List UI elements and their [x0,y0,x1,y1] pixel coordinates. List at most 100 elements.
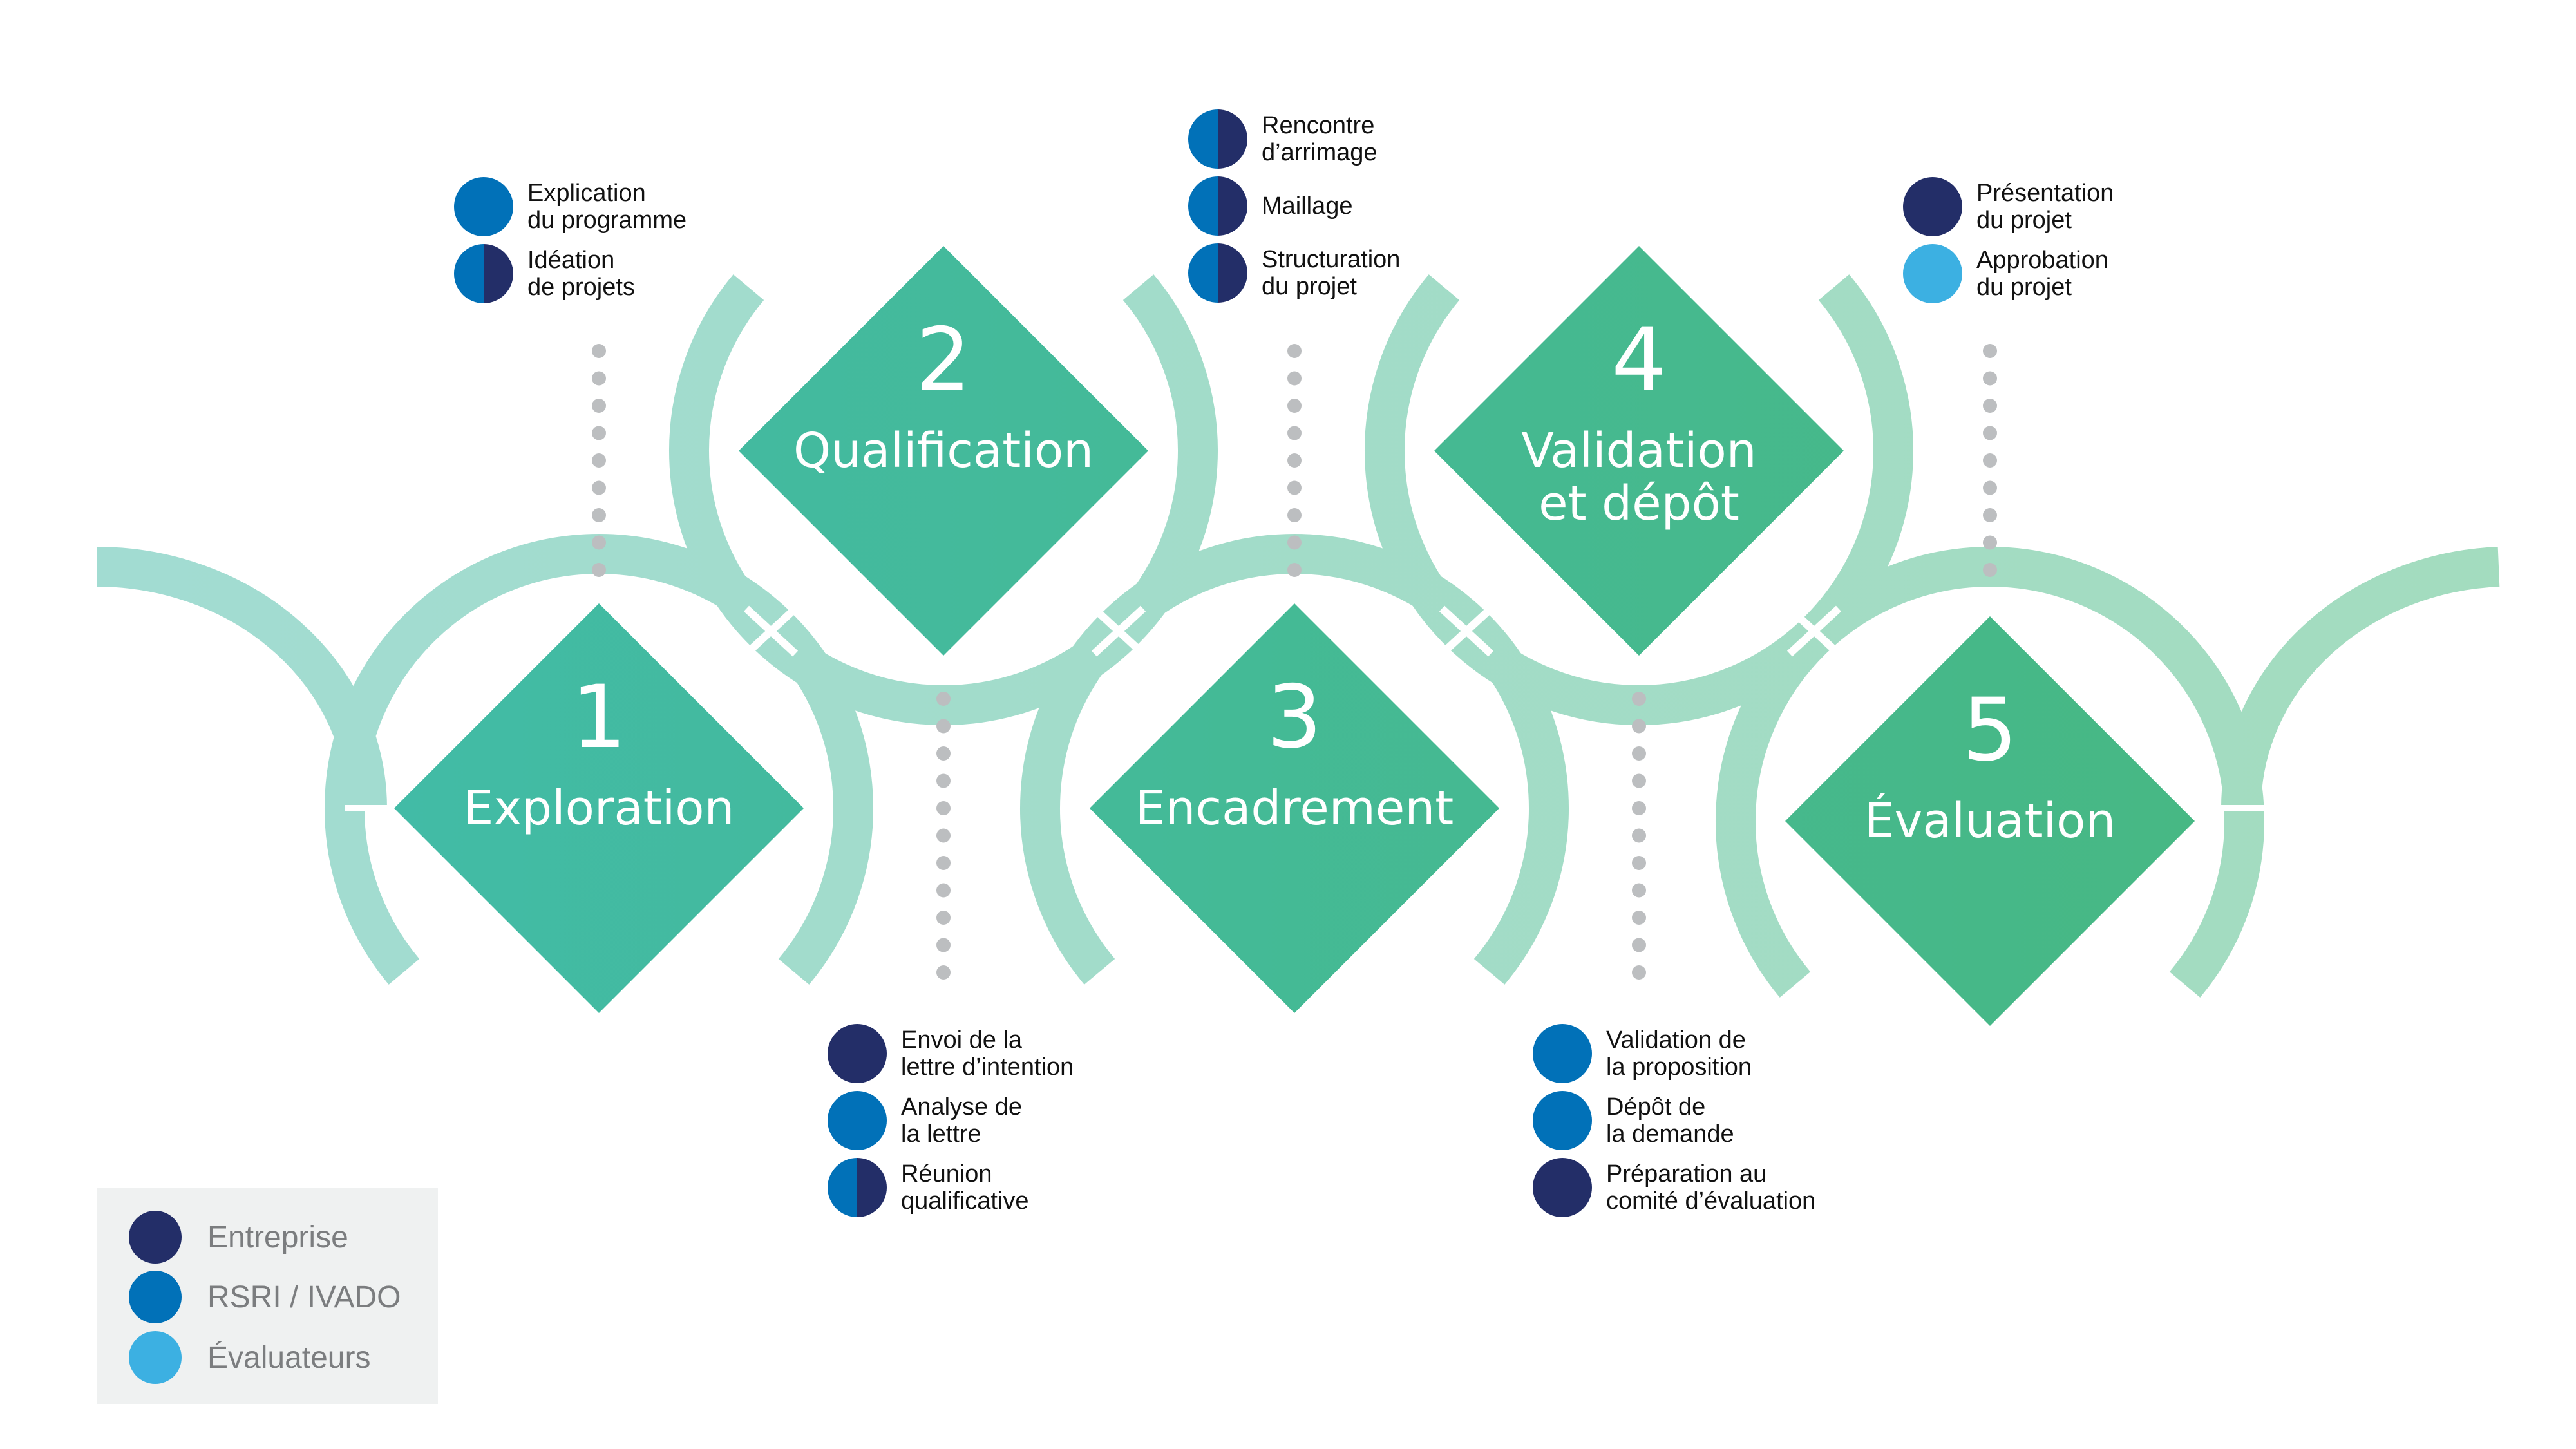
connector-dot [936,746,951,761]
connector-dot [1632,828,1646,843]
task-item: Approbation du projet [1903,244,2114,303]
connector-dot [1983,399,1997,413]
actor-indicator-icon [454,244,513,303]
task-item: Analyse de la lettre [828,1091,1074,1150]
connector-dot [1983,344,1997,358]
stage-number: 4 [1611,309,1667,410]
connector-dot [1287,563,1302,577]
actor-indicator-icon [828,1091,887,1150]
task-label: Maillage [1262,193,1353,220]
connector-dot [592,480,606,495]
stage-label: Validation [1521,423,1756,478]
connector-dot [1287,535,1302,550]
legend-item-evaluateurs: Évaluateurs [129,1331,370,1384]
actor-indicator-icon [828,1024,887,1083]
connector-dot [1287,453,1302,468]
connector-dot [1983,535,1997,550]
connector-dot [592,371,606,386]
stage-label: Évaluation [1864,792,2116,849]
connector-dot [1632,719,1646,734]
legend-label: Entreprise [207,1220,348,1255]
dotted-connector-4 [1632,692,1646,980]
task-item: Réunion qualificative [828,1158,1074,1217]
actor-indicator-icon [1188,176,1247,236]
task-label: Envoi de la lettre d’intention [901,1027,1074,1081]
actor-indicator-icon [454,177,513,236]
stage-label: Exploration [464,781,735,836]
legend-swatch-rsri-ivado [129,1271,182,1323]
connector-dot [936,801,951,815]
connector-dot [1632,801,1646,815]
task-label: Rencontre d’arrimage [1262,112,1378,166]
task-item: Idéation de projets [454,244,687,303]
connector-dot [936,938,951,952]
task-label: Préparation au comité d’évaluation [1606,1160,1816,1215]
connector-dot [1287,426,1302,440]
stage-diamonds: 1Exploration2Qualification3Encadrement4V… [394,246,2195,1026]
path-loop-1 [325,534,873,985]
diamond-shape [739,246,1148,656]
actor-indicator-icon [1188,109,1247,169]
actor-indicator-icon [1533,1158,1592,1217]
actor-indicator-icon [1903,177,1962,236]
path-lead-in [96,547,387,809]
connector-dot [936,719,951,734]
connector-dot [1983,453,1997,468]
connector-dot [592,563,606,577]
path-joint [1439,605,1494,657]
dotted-connector-2 [936,692,951,980]
task-item: Maillage [1188,176,1400,236]
diamond-shape [1434,246,1844,656]
task-item: Rencontre d’arrimage [1188,109,1400,169]
actor-indicator-icon [1188,243,1247,303]
stage-number: 3 [1267,667,1322,768]
actor-indicator-icon [1533,1091,1592,1150]
path-joint [743,605,799,657]
task-item: Présentation du projet [1903,177,2114,236]
connector-dot [936,883,951,898]
path-joint [1786,605,1842,657]
task-label: Approbation du projet [1976,247,2108,301]
connector-dot [1287,371,1302,386]
legend-swatch-entreprise [129,1211,182,1264]
connector-dot [1632,692,1646,706]
legend-swatch-evaluateurs [129,1331,182,1384]
connector-dot [1983,480,1997,495]
diamond-shape [1785,616,2195,1026]
connector-dot [936,773,951,788]
task-item: Préparation au comité d’évaluation [1533,1158,1815,1217]
connector-dot [936,692,951,706]
legend-label: RSRI / IVADO [207,1280,401,1314]
task-item: Validation de la proposition [1533,1024,1815,1083]
task-label: Réunion qualificative [901,1160,1029,1215]
stage-number: 2 [916,309,971,410]
task-label: Explication du programme [527,180,687,234]
stage-label: Encadrement [1135,781,1454,836]
stage-number: 5 [1962,679,2018,781]
connector-dot [1983,563,1997,577]
connector-dot [1632,856,1646,870]
connector-dot [1632,938,1646,952]
connector-dot [1983,426,1997,440]
task-item: Structuration du projet [1188,243,1400,303]
connector-dot [1287,480,1302,495]
task-label: Validation de la proposition [1606,1027,1752,1081]
dotted-connector-3 [1287,344,1302,577]
connector-dot [592,426,606,440]
stage-number: 1 [571,667,627,768]
connector-dot [936,856,951,870]
task-label: Idéation de projets [527,247,635,301]
connector-dot [1632,911,1646,925]
connector-dot [1632,883,1646,898]
legend-item-entreprise: Entreprise [129,1211,348,1264]
connector-dot [592,508,606,522]
path-joint [1091,605,1146,657]
connector-dot [592,399,606,413]
task-item: Envoi de la lettre d’intention [828,1024,1074,1083]
